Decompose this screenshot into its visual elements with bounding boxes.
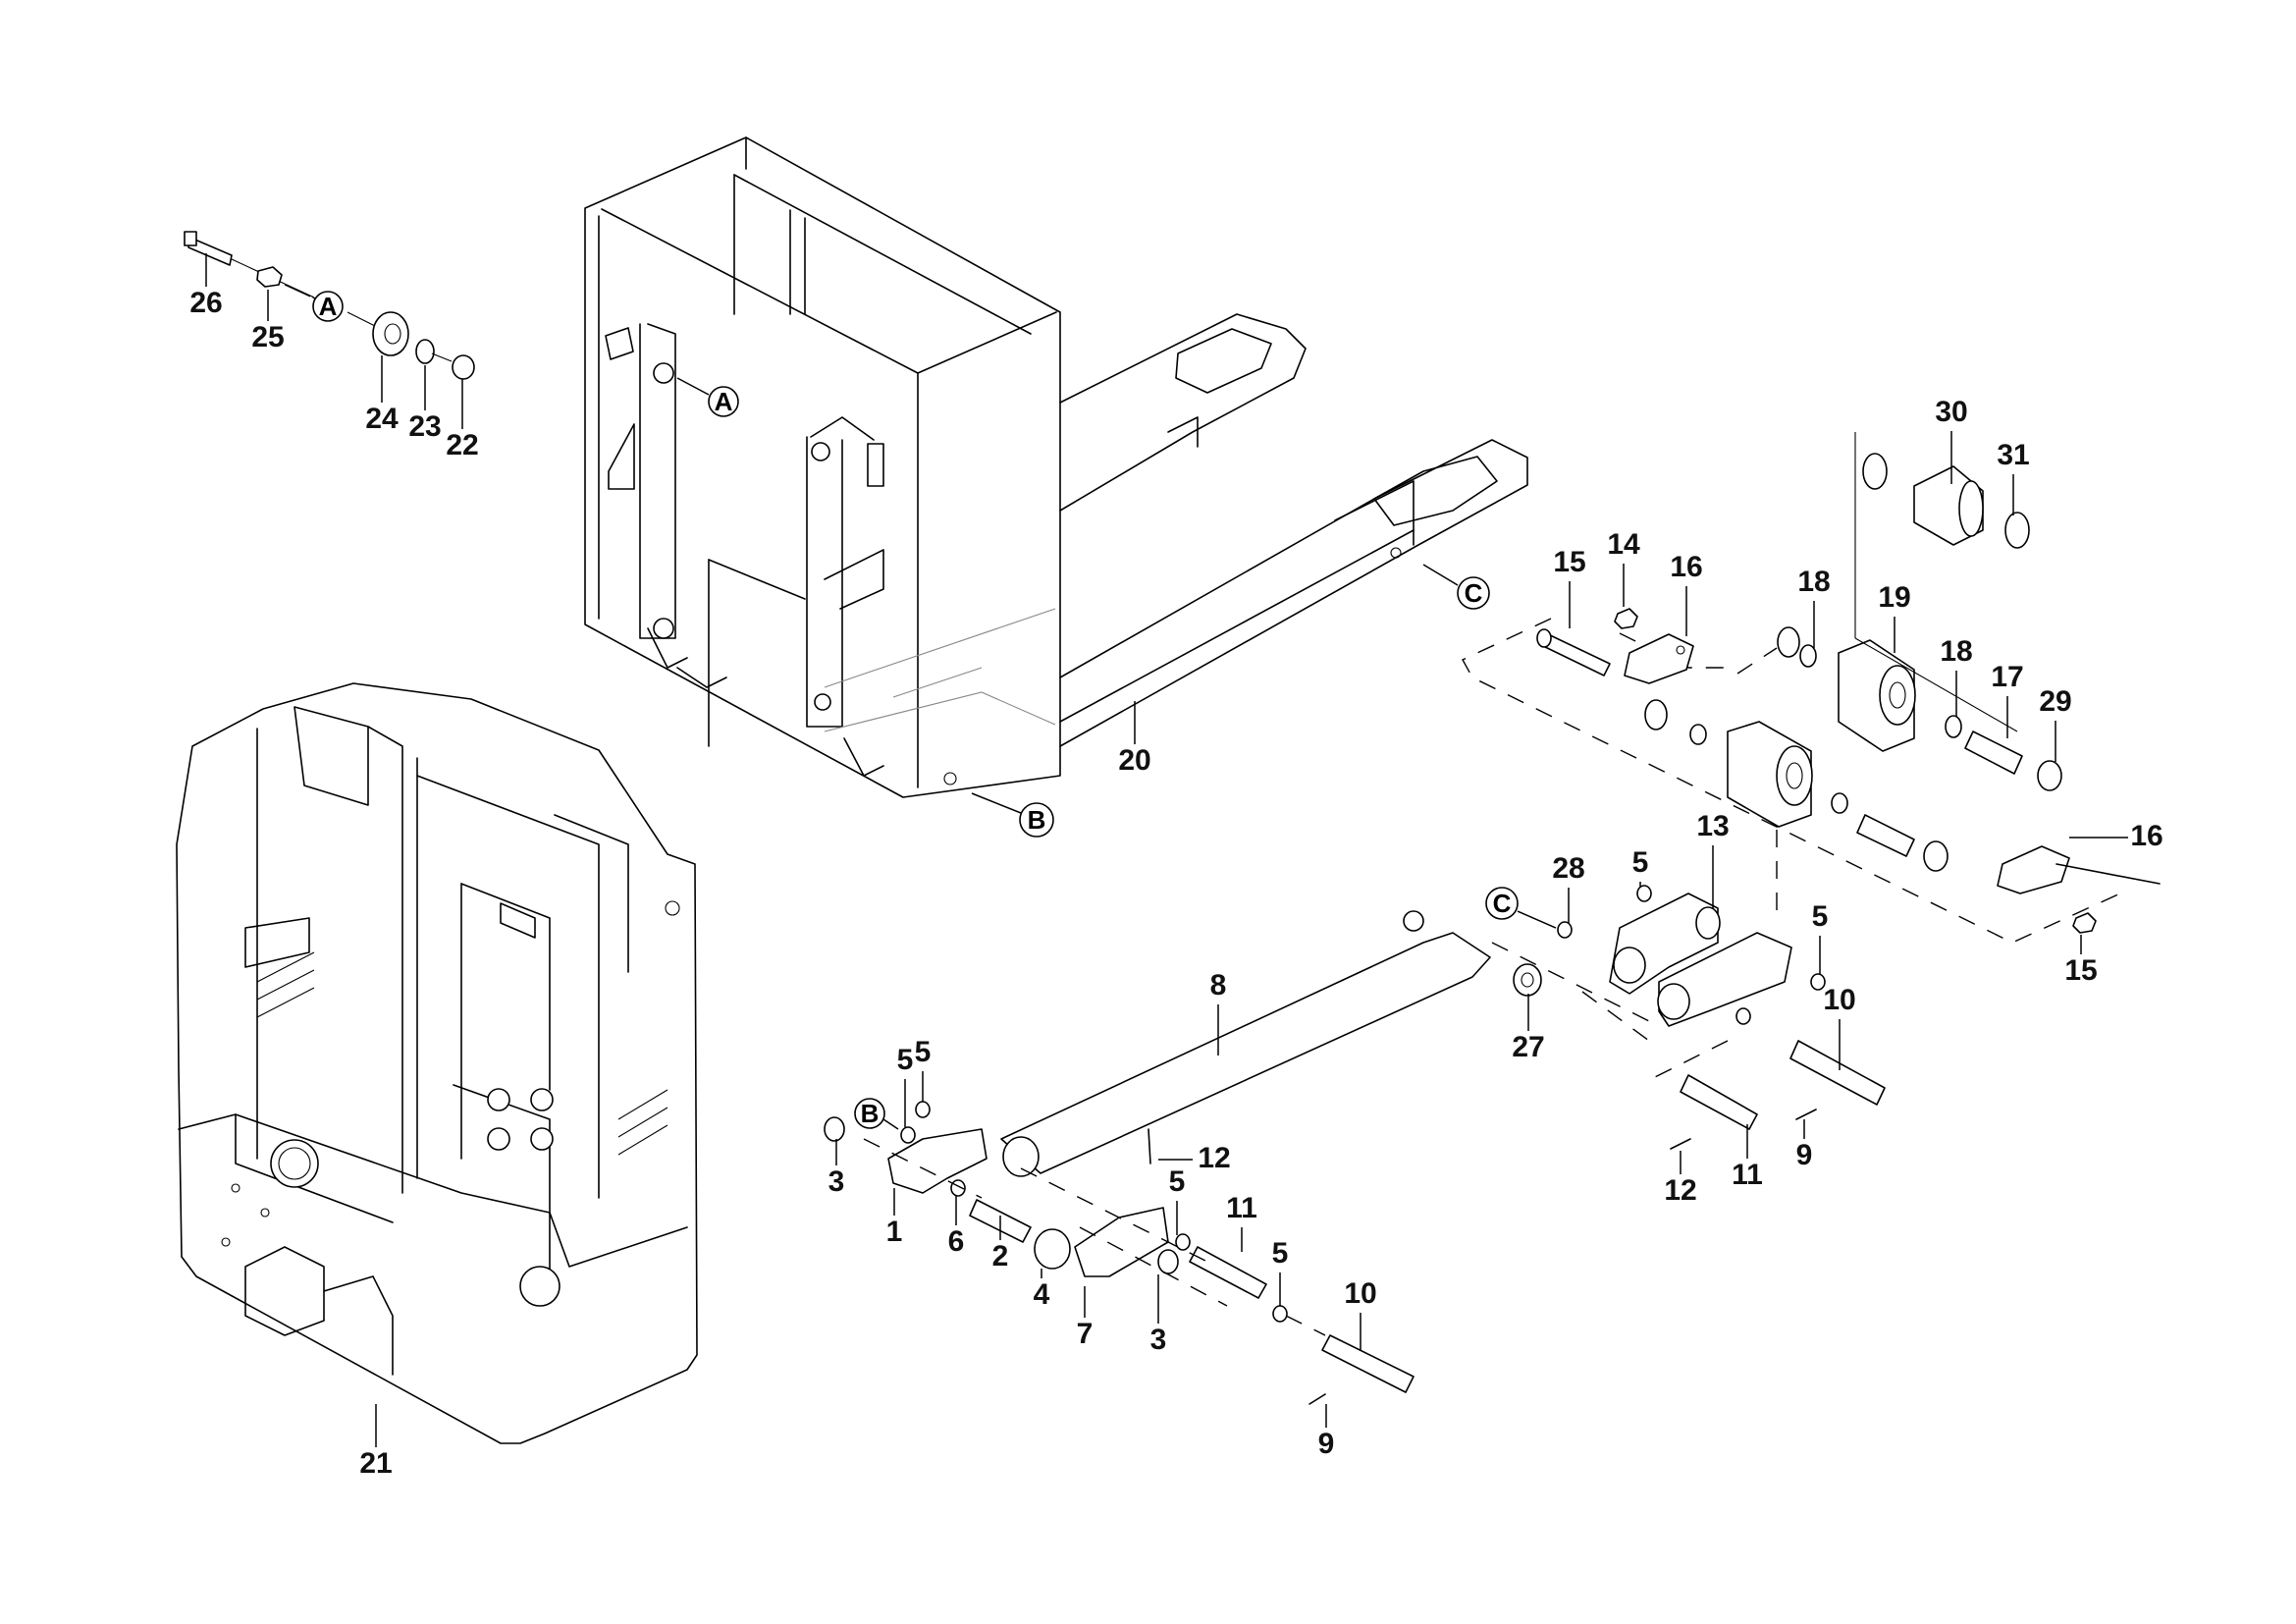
callout-12-left: 12 xyxy=(1198,1142,1230,1174)
callout-28: 28 xyxy=(1552,852,1584,885)
callout-26: 26 xyxy=(189,287,222,319)
callout-2: 2 xyxy=(992,1240,1009,1272)
reference-marker-c-fork: C xyxy=(1422,564,1490,610)
callout-9-right: 9 xyxy=(1796,1139,1813,1171)
callout-20: 20 xyxy=(1118,744,1150,777)
callout-30: 30 xyxy=(1935,396,1967,428)
callout-5-low: 5 xyxy=(1272,1237,1289,1270)
callout-10-right: 10 xyxy=(1823,984,1855,1016)
callout-10-left: 10 xyxy=(1344,1277,1376,1310)
callout-9-left: 9 xyxy=(1318,1428,1335,1460)
reference-marker-b-linkage: B xyxy=(854,1098,899,1130)
callout-4: 4 xyxy=(1034,1278,1050,1311)
svg-text:A: A xyxy=(715,387,733,416)
callout-5-bracket-right: 5 xyxy=(1812,900,1829,933)
callout-21: 21 xyxy=(359,1447,392,1480)
callout-5-bracket-top: 5 xyxy=(1632,846,1649,879)
load-roller-assembly xyxy=(1462,432,2161,944)
callout-7: 7 xyxy=(1077,1318,1094,1350)
svg-text:A: A xyxy=(319,292,338,321)
callout-13: 13 xyxy=(1696,810,1729,842)
reference-marker-b-frame: B xyxy=(971,792,1054,838)
reference-marker-a-small-parts: A xyxy=(311,291,344,322)
callout-31: 31 xyxy=(1997,439,2029,471)
callout-23: 23 xyxy=(408,410,441,443)
lower-linkage-parts xyxy=(824,1101,1415,1405)
callout-14: 14 xyxy=(1607,528,1640,561)
callout-24: 24 xyxy=(365,403,399,435)
callout-18-right: 18 xyxy=(1940,635,1972,668)
svg-text:C: C xyxy=(1493,889,1512,918)
callout-16-top: 16 xyxy=(1670,551,1702,583)
linkage-assembly xyxy=(1000,830,1886,1177)
reference-marker-c-linkage: C xyxy=(1485,887,1557,929)
svg-text:B: B xyxy=(861,1099,880,1128)
callout-1: 1 xyxy=(886,1216,903,1248)
callout-19: 19 xyxy=(1878,581,1910,614)
callout-12-right: 12 xyxy=(1664,1174,1696,1207)
callout-15-top: 15 xyxy=(1553,546,1585,578)
chassis-part-21 xyxy=(176,682,698,1444)
callout-16-right: 16 xyxy=(2130,820,2163,852)
callout-22: 22 xyxy=(446,429,478,461)
svg-text:C: C xyxy=(1465,578,1483,608)
callout-8: 8 xyxy=(1210,969,1227,1001)
svg-text:B: B xyxy=(1028,805,1046,835)
fork-frame-part-20 xyxy=(584,136,1528,798)
callout-15-right: 15 xyxy=(2064,954,2097,987)
callout-6: 6 xyxy=(948,1225,965,1258)
caster-kit-parts xyxy=(184,231,475,380)
callout-leaders xyxy=(205,253,2128,1447)
callout-3-left: 3 xyxy=(828,1165,845,1198)
callout-11-left: 11 xyxy=(1226,1192,1257,1224)
reference-marker-a-frame: A xyxy=(676,377,739,417)
callout-25: 25 xyxy=(251,321,284,353)
callout-27: 27 xyxy=(1512,1031,1544,1063)
callout-11-right: 11 xyxy=(1732,1159,1763,1191)
callout-5-mid: 5 xyxy=(1169,1165,1186,1198)
callout-5-left-a: 5 xyxy=(897,1044,914,1076)
callout-5-left-b: 5 xyxy=(915,1036,932,1068)
callout-29: 29 xyxy=(2039,685,2071,718)
callout-18-left: 18 xyxy=(1797,566,1830,598)
callout-17: 17 xyxy=(1991,661,2023,693)
callout-3-right: 3 xyxy=(1150,1324,1167,1356)
callout-labels: 26 25 24 23 22 20 21 15 14 16 18 19 30 3… xyxy=(189,287,2163,1480)
